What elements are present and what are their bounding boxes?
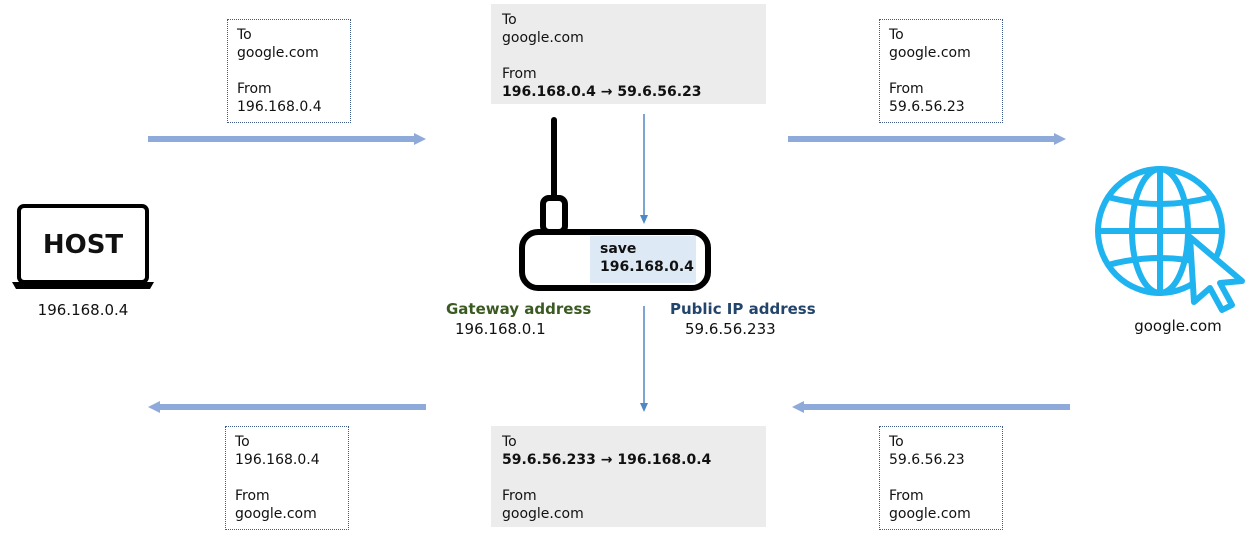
arrow-out-left — [148, 133, 426, 145]
packet-to-value: 59.6.56.233 → 196.168.0.4 — [502, 452, 712, 468]
packet-out-right: To google.com From 59.6.56.23 — [879, 19, 1003, 123]
destination-label: google.com — [1134, 317, 1222, 335]
packet-from-label: From — [237, 81, 272, 97]
packet-from-label: From — [502, 66, 537, 82]
arrow-out-right — [788, 133, 1066, 145]
packet-to-value: 59.6.56.23 — [889, 452, 965, 468]
gateway-value: 196.168.0.1 — [455, 320, 546, 338]
packet-to-value: google.com — [889, 45, 971, 61]
public-ip-title: Public IP address — [670, 300, 816, 318]
packet-in-right: To 59.6.56.23 From google.com — [879, 426, 1003, 530]
packet-out-left: To google.com From 196.168.0.4 — [227, 19, 351, 123]
arrow-router-return — [640, 306, 648, 412]
packet-from-value: google.com — [235, 506, 317, 522]
arrow-in-left — [148, 401, 426, 413]
host-label: HOST — [42, 230, 124, 260]
packet-to-label: To — [237, 27, 252, 43]
packet-from-value: google.com — [502, 506, 584, 522]
packet-to-label: To — [502, 434, 517, 450]
router-save-box: save 196.168.0.4 — [590, 236, 696, 283]
packet-to-label: To — [235, 434, 250, 450]
arrow-in-right — [792, 401, 1070, 413]
packet-to-value: google.com — [502, 30, 584, 46]
packet-from-label: From — [889, 81, 924, 97]
packet-from-value: 196.168.0.4 — [237, 99, 322, 115]
host-ip: 196.168.0.4 — [37, 301, 129, 319]
gateway-title: Gateway address — [446, 300, 592, 318]
packet-to-label: To — [502, 12, 517, 28]
laptop-icon — [12, 204, 154, 289]
packet-to-value: google.com — [237, 45, 319, 61]
arrow-router-save — [640, 114, 648, 224]
packet-from-label: From — [889, 488, 924, 504]
save-value: 196.168.0.4 — [600, 259, 694, 275]
packet-in-mid: To 59.6.56.233 → 196.168.0.4 From google… — [491, 426, 766, 527]
packet-from-value: google.com — [889, 506, 971, 522]
globe-cursor-icon — [1095, 166, 1245, 313]
packet-to-label: To — [889, 27, 904, 43]
packet-from-value: 59.6.56.23 — [889, 99, 965, 115]
packet-to-value: 196.168.0.4 — [235, 452, 320, 468]
packet-out-mid: To google.com From 196.168.0.4 → 59.6.56… — [491, 4, 766, 104]
packet-from-label: From — [235, 488, 270, 504]
packet-from-value: 196.168.0.4 → 59.6.56.23 — [502, 84, 702, 100]
save-title: save — [600, 241, 637, 257]
packet-from-label: From — [502, 488, 537, 504]
packet-to-label: To — [889, 434, 904, 450]
public-ip-value: 59.6.56.233 — [685, 320, 776, 338]
packet-in-left: To 196.168.0.4 From google.com — [225, 426, 349, 530]
